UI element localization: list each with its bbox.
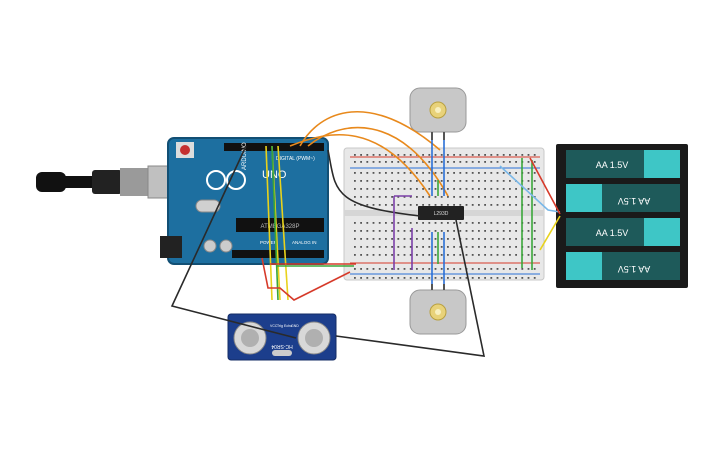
svg-text:GND: GND [291, 324, 299, 328]
arduino-brand-label: ARDUINO [242, 142, 248, 170]
wire-orange-3 [289, 133, 431, 197]
wire-yellow-4 [539, 215, 561, 251]
driver-ic-label: L293D [434, 211, 449, 217]
battery-cell-4: AA 1.5V [566, 252, 680, 280]
chip-label: ATMEGA328P [261, 224, 300, 230]
dc-motor-bottom[interactable] [409, 284, 467, 335]
dc-motor-top[interactable] [409, 87, 467, 140]
digital-header-label: DIGITAL (PWM~) [276, 156, 315, 162]
breadboard-holes [354, 154, 536, 279]
arduino-logo-icon [206, 170, 226, 190]
wire-orange-1 [299, 111, 441, 151]
svg-text:AA 1.5V: AA 1.5V [618, 264, 651, 274]
svg-text:AA 1.5V: AA 1.5V [618, 196, 651, 206]
battery-cell-1: AA 1.5V [566, 150, 680, 178]
wire-yellow-1 [265, 145, 273, 301]
battery-cell-3: AA 1.5V [566, 218, 680, 246]
svg-text:AA 1.5V: AA 1.5V [596, 228, 629, 238]
wire-green-1 [271, 145, 279, 301]
wires [170, 111, 561, 357]
wire-black-3 [327, 149, 421, 217]
arduino-uno-board[interactable]: ATMEGA328P ARDUINO UNO DIGITAL (PWM~) AN… [160, 137, 329, 265]
svg-text:AA 1.5V: AA 1.5V [596, 160, 629, 170]
wire-black-2 [335, 219, 486, 357]
svg-text:VCC: VCC [270, 324, 278, 328]
power-header-label: POWER [260, 240, 278, 245]
wire-lightblue-1 [499, 165, 561, 213]
battery-cell-2: AA 1.5V [566, 184, 680, 212]
power-jack [160, 236, 182, 258]
motor-driver-ic[interactable]: L293D [418, 206, 464, 220]
wire-yellow-3 [277, 145, 289, 301]
ultrasonic-sensor[interactable]: HC-SR04 VCC Trig Echo GND [227, 313, 337, 361]
wire-red-3 [529, 157, 561, 215]
battery-pack[interactable]: AA 1.5V AA 1.5V AA 1.5V AA 1.5V [556, 144, 688, 288]
svg-text:Trig: Trig [277, 324, 283, 328]
sensor-label: HC-SR04 [271, 343, 293, 349]
wire-black-1 [170, 145, 297, 339]
analog-header-label: ANALOG IN [292, 240, 317, 245]
wire-red-1 [261, 257, 351, 301]
svg-text:Echo: Echo [284, 324, 292, 328]
digital-header [224, 143, 324, 151]
microcontroller-chip [236, 218, 324, 232]
